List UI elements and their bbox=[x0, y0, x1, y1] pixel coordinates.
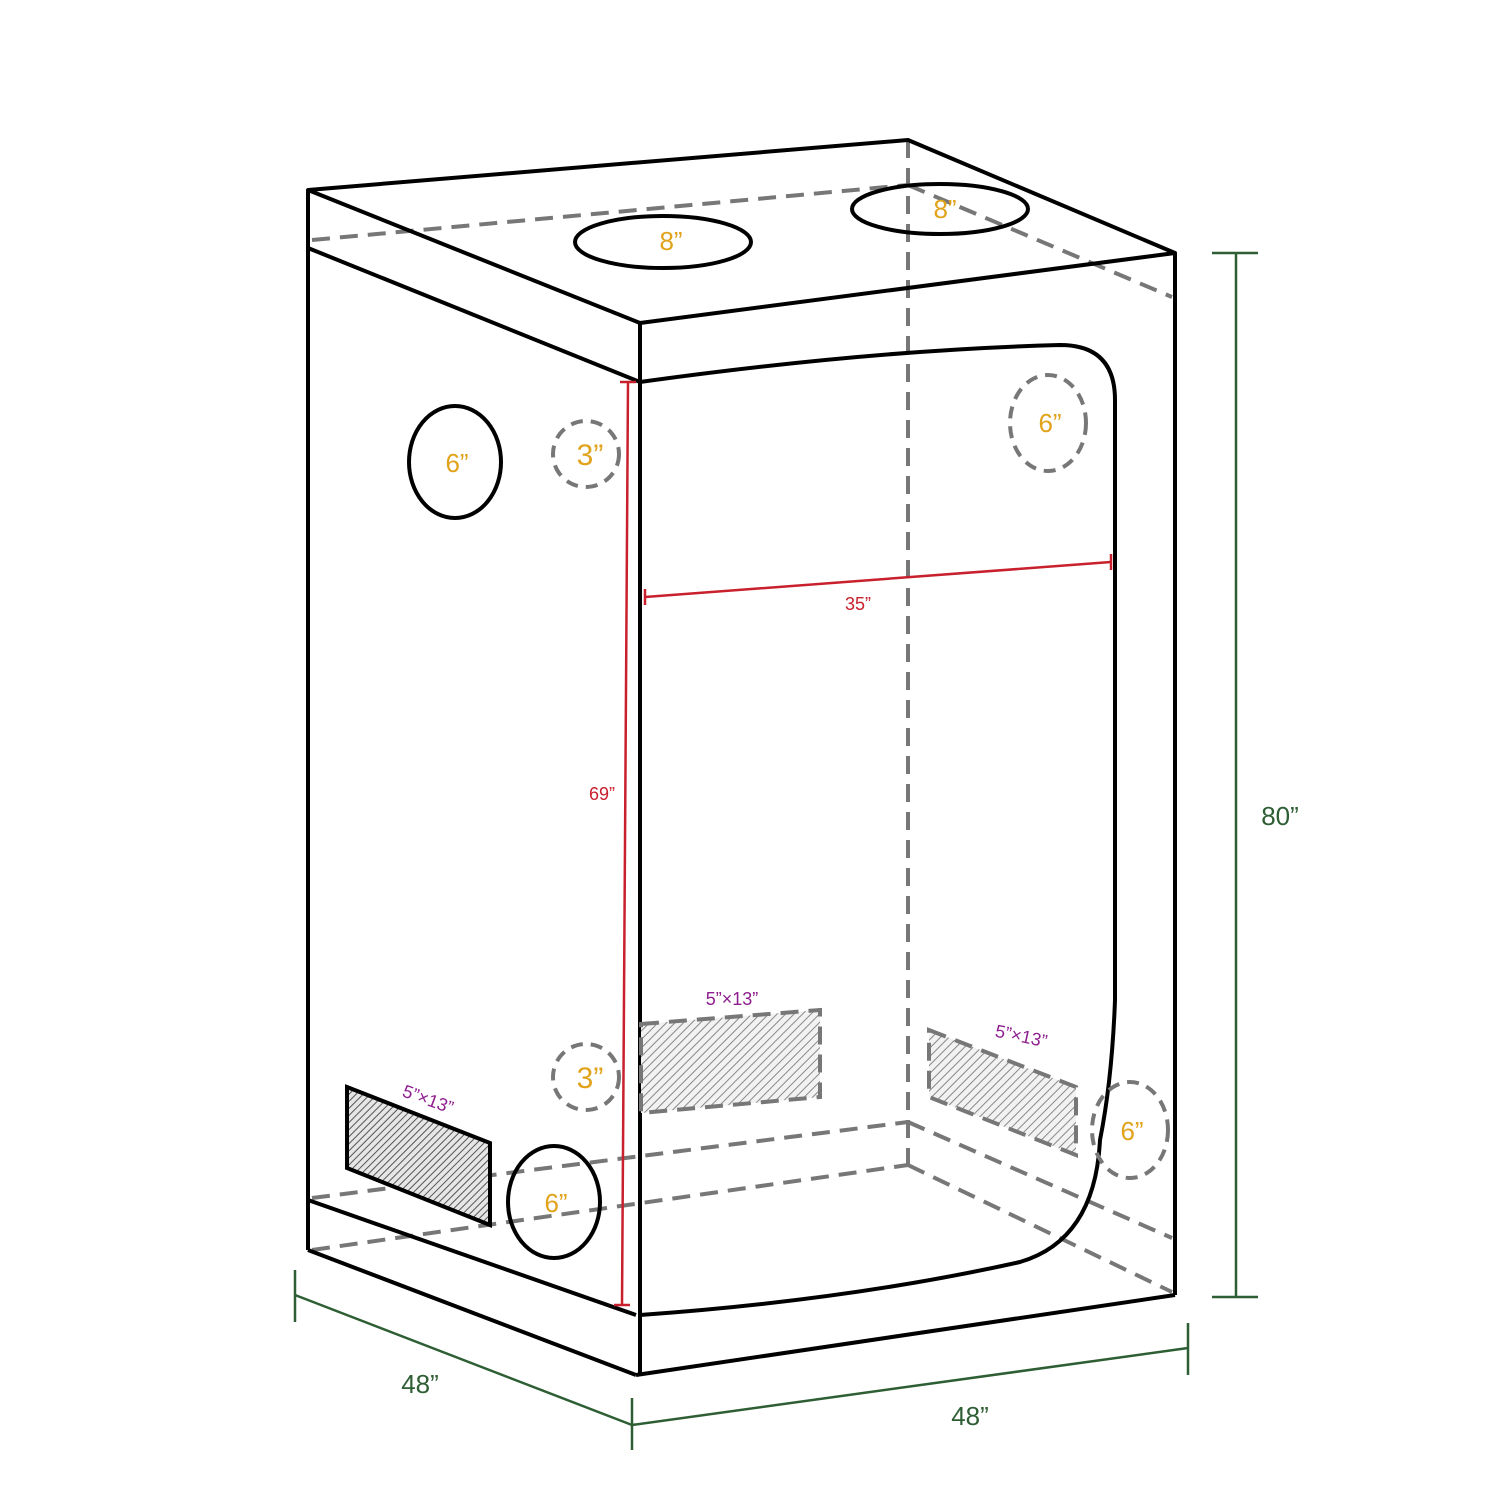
tent-outline bbox=[306, 138, 1177, 1377]
outer-height-label: 80” bbox=[1261, 801, 1299, 831]
back-port-upper: 6” bbox=[1008, 373, 1088, 473]
port-label: 6” bbox=[445, 448, 468, 478]
top-port-left: 8” bbox=[573, 214, 753, 270]
port-label: 8” bbox=[659, 226, 682, 256]
outer-depth-label: 48” bbox=[401, 1369, 439, 1399]
outer-height-dimension: 80” bbox=[1212, 251, 1299, 1299]
left-port-lower: 6” bbox=[506, 1144, 602, 1260]
door-width-dimension: 35” bbox=[643, 554, 1113, 614]
vent-label: 5”×13” bbox=[706, 989, 759, 1009]
left-port-lower-small: 3” bbox=[551, 1042, 621, 1112]
vent-left: 5”×13” bbox=[345, 1081, 492, 1228]
door-height-dimension: 69” bbox=[589, 380, 636, 1307]
port-label: 8” bbox=[933, 194, 956, 224]
port-label: 6” bbox=[1038, 408, 1061, 438]
vent-back-right: 5”×13” bbox=[927, 1021, 1078, 1158]
port-label: 3” bbox=[577, 1062, 604, 1095]
outer-depth-dimension: 48” bbox=[293, 1270, 634, 1450]
left-port-upper: 6” bbox=[407, 404, 503, 520]
door-height-label: 69” bbox=[589, 784, 615, 804]
port-label: 3” bbox=[577, 439, 604, 472]
door-width-label: 35” bbox=[845, 594, 871, 614]
outer-width-label: 48” bbox=[951, 1401, 989, 1431]
outer-width-dimension: 48” bbox=[631, 1323, 1190, 1431]
port-label: 6” bbox=[1120, 1116, 1143, 1146]
left-port-upper-small: 3” bbox=[551, 419, 621, 489]
vent-back-left: 5”×13” bbox=[639, 989, 822, 1116]
port-label: 6” bbox=[544, 1188, 567, 1218]
back-port-lower: 6” bbox=[1090, 1080, 1170, 1180]
top-port-right: 8” bbox=[850, 182, 1030, 236]
vent-label: 5”×13” bbox=[993, 1021, 1049, 1051]
